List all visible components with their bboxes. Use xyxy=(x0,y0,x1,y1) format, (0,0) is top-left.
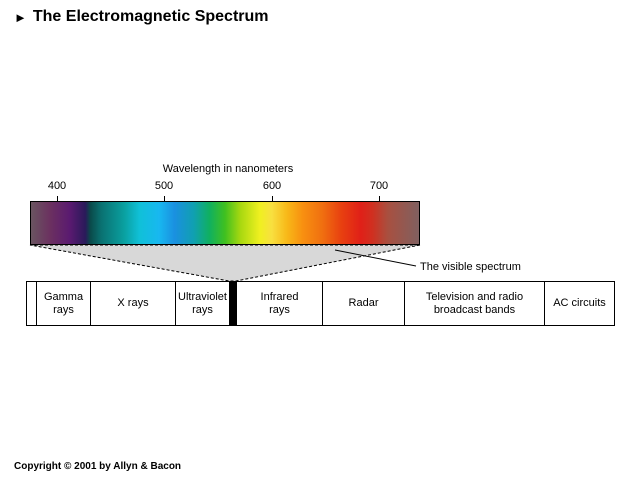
play-triangle-icon: ► xyxy=(14,9,27,25)
tick-label-400: 400 xyxy=(47,180,67,192)
band-visible-light xyxy=(230,282,237,325)
tick-mark-400 xyxy=(57,196,58,201)
tick-label-600: 600 xyxy=(262,180,282,192)
axis-title: Wavelength in nanometers xyxy=(162,163,294,175)
band-ultraviolet: Ultraviolet rays xyxy=(176,282,230,325)
band-label-gamma: Gamma rays xyxy=(43,290,84,316)
band-radar: Radar xyxy=(323,282,405,325)
copyright-notice: Copyright © 2001 by Allyn & Bacon xyxy=(14,461,182,472)
band-leftmost xyxy=(27,282,37,325)
page-title: The Electromagnetic Spectrum xyxy=(32,8,269,25)
tick-label-700: 700 xyxy=(369,180,389,192)
band-label-ac: AC circuits xyxy=(553,297,606,309)
band-tv-radio: Television and radio broadcast bands xyxy=(405,282,545,325)
band-label-uv: Ultraviolet rays xyxy=(178,290,227,316)
tick-mark-500 xyxy=(164,196,165,201)
tick-label-500: 500 xyxy=(154,180,174,192)
band-label-radar: Radar xyxy=(348,297,379,309)
bands-row: Gamma rays X rays Ultraviolet rays Infra… xyxy=(26,281,615,326)
tick-mark-700 xyxy=(379,196,380,201)
band-x-rays: X rays xyxy=(91,282,176,325)
band-ac-circuits: AC circuits xyxy=(545,282,614,325)
band-label-infrared: Infrared rays xyxy=(260,290,299,316)
funnel-shape xyxy=(29,244,421,282)
band-gamma-rays: Gamma rays xyxy=(37,282,91,325)
band-label-tv: Television and radio broadcast bands xyxy=(425,290,524,316)
title-row: ► The Electromagnetic Spectrum xyxy=(14,8,269,26)
visible-spectrum-bar xyxy=(30,201,420,245)
callout-line xyxy=(334,249,417,267)
band-infrared: Infrared rays xyxy=(237,282,323,325)
tick-mark-600 xyxy=(272,196,273,201)
band-label-xray: X rays xyxy=(117,297,149,309)
visible-spectrum-label: The visible spectrum xyxy=(420,261,521,273)
